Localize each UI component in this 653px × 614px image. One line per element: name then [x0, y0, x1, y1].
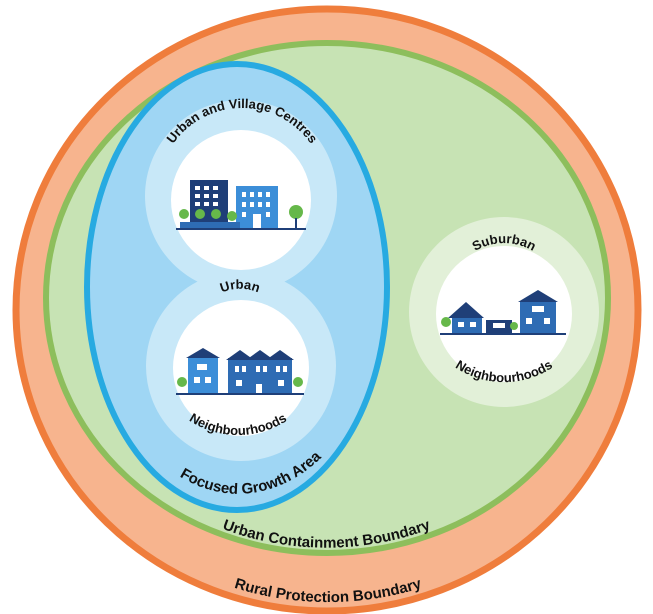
detached-houses-icon [440, 290, 566, 335]
apartment-buildings-icon [176, 180, 306, 230]
townhouses-icon [176, 348, 304, 395]
suburban-bubble-core [436, 246, 572, 382]
